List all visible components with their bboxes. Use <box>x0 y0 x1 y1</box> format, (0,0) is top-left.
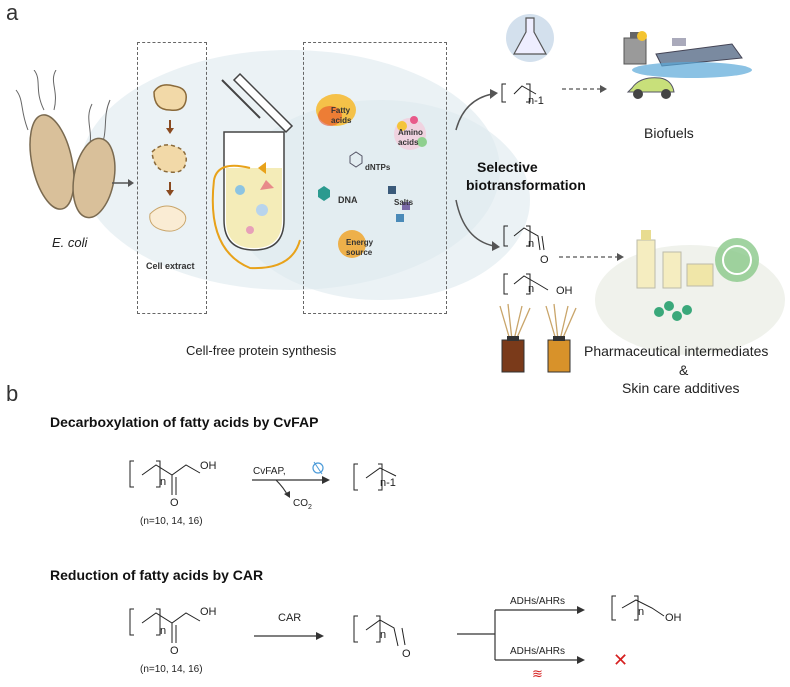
background-wash <box>80 50 785 355</box>
acid-oh-1: OH <box>200 460 217 472</box>
ecoli-arrow <box>112 179 134 187</box>
car-reaction-arrow <box>254 632 324 640</box>
acid-subscript-1: n <box>160 476 167 488</box>
aldehyde-subscript-b: n <box>380 629 387 641</box>
cfps-label: Cell-free protein synthesis <box>186 343 337 358</box>
alcohol-structure-a <box>503 273 549 295</box>
panel-b-letter: b <box>6 381 19 406</box>
reaction-tube <box>211 72 301 270</box>
panel-a-letter: a <box>6 0 19 25</box>
alkane-structure-b <box>353 463 397 491</box>
cell-extract-label: Cell extract <box>146 261 195 271</box>
aldehyde-structure-a <box>503 225 545 251</box>
fatty-acids-label: Fatty acids <box>331 106 352 125</box>
alkane-subscript: n-1 <box>528 95 544 107</box>
n-values-1: (n=10, 14, 16) <box>140 516 203 527</box>
ecoli-illustration <box>15 70 116 219</box>
biofuels-label: Biofuels <box>644 125 694 141</box>
acid-o-2: O <box>170 645 179 657</box>
pharma-line2: & <box>679 362 689 378</box>
alcohol-oh-a: OH <box>556 285 573 297</box>
components-art <box>316 94 427 258</box>
aldehyde-structure-b <box>353 615 406 647</box>
ecoli-cell-1 <box>29 114 75 210</box>
fatty-acid-structure-1 <box>129 460 201 495</box>
heat-icon: ≋ <box>532 666 543 681</box>
dntps-label: dNTPs <box>365 163 391 172</box>
selective-line1: Selective <box>477 159 538 175</box>
co2-label: CO2 <box>293 498 312 511</box>
cell-extract-box <box>137 42 207 314</box>
adh-branch-arrows <box>457 606 585 664</box>
alcohol-subscript-b: n <box>638 606 645 618</box>
biofuel-dashed-arrow <box>562 85 607 93</box>
cvfap-label: CvFAP, <box>253 466 286 477</box>
aldehyde-o-a: O <box>540 254 549 266</box>
energy-source-label: Energy source <box>346 238 374 257</box>
adh-label-2: ADHs/AHRs <box>510 646 566 657</box>
pharma-line1: Pharmaceutical intermediates <box>584 343 769 359</box>
pharma-dashed-arrow <box>559 253 624 261</box>
n-values-2: (n=10, 14, 16) <box>140 664 203 675</box>
alcohol-oh-b: OH <box>665 612 682 624</box>
acid-subscript-2: n <box>160 625 167 637</box>
diffusers-art <box>499 303 577 373</box>
flask-icon <box>506 14 554 62</box>
alcohol-structure-b <box>611 595 665 621</box>
salts-label: Salts <box>394 198 414 207</box>
co2-subscript: 2 <box>308 504 312 511</box>
acid-o-1: O <box>170 497 179 509</box>
branch-arrows <box>455 89 500 251</box>
aldehyde-o-b: O <box>402 648 411 660</box>
alcohol-subscript-a: n <box>528 283 535 295</box>
alkane-structure <box>501 83 537 103</box>
skincare-art <box>636 230 759 321</box>
aldehyde-subscript-a: n <box>528 238 535 250</box>
amino-acids-label: Amino acids <box>398 128 423 147</box>
co2-text: CO <box>293 498 308 509</box>
panel-b-title2: Reduction of fatty acids by CAR <box>50 567 264 583</box>
ecoli-cell-2 <box>72 137 116 219</box>
selective-line2: biotransformation <box>466 177 586 193</box>
panel-b-title1: Decarboxylation of fatty acids by CvFAP <box>50 414 319 430</box>
acid-oh-2: OH <box>200 606 217 618</box>
cvfap-reaction-arrow <box>252 461 330 498</box>
pharma-line3: Skin care additives <box>622 380 740 396</box>
fatty-acid-structure-2 <box>129 608 201 643</box>
cell-extract-steps <box>149 84 187 232</box>
alkane-subscript-b: n-1 <box>380 477 396 489</box>
dna-label: DNA <box>338 195 358 205</box>
cross-icon: ✕ <box>613 650 629 670</box>
car-label: CAR <box>278 612 302 624</box>
components-box <box>303 42 447 314</box>
ecoli-label: E. coli <box>52 235 88 250</box>
adh-label-1: ADHs/AHRs <box>510 596 566 607</box>
biofuels-art <box>623 31 752 99</box>
